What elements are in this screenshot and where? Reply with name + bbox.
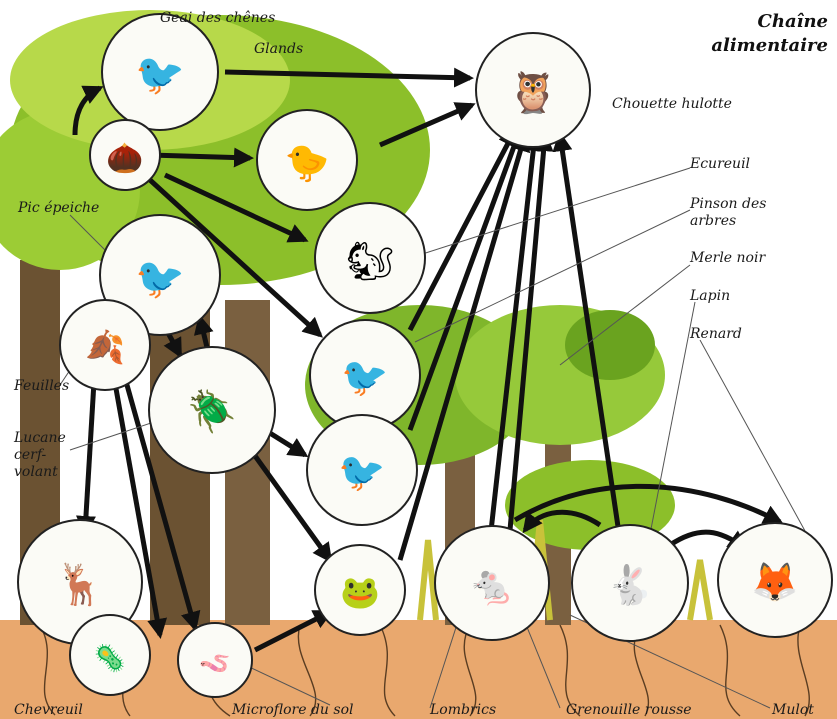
mid-canopy-3 — [565, 310, 655, 380]
label-lucane-1: Lucane — [13, 430, 66, 446]
title-line-1: Chaîne — [758, 11, 828, 32]
robin-icon: 🐦 — [341, 355, 388, 399]
blackbird-icon: 🐦 — [338, 450, 385, 494]
mouse-icon: 🐁 — [468, 563, 515, 607]
chaffinch-icon: 🐤 — [285, 143, 330, 184]
label-pinson-2: arbres — [690, 213, 736, 229]
owl-icon: 🦉 — [508, 70, 558, 116]
label-lombrics: Lombrics — [429, 702, 496, 718]
microflora-icon: 🦠 — [94, 643, 126, 674]
label-lucane-2: cerf- — [14, 447, 47, 463]
leaf-icon: 🍂 — [85, 328, 125, 366]
label-ecureuil: Ecureuil — [689, 156, 750, 172]
stag-beetle-icon: 🪲 — [187, 388, 237, 435]
jay-icon: 🐦 — [135, 52, 185, 98]
node-feuilles: 🍂 — [60, 300, 150, 390]
title-line-2: alimentaire — [711, 35, 828, 56]
label-chouette: Chouette hulotte — [612, 96, 732, 112]
node-renard: 🦊 — [718, 523, 832, 637]
node-lombrics: 🪱 — [178, 623, 252, 697]
label-pinson-1: Pinson des — [689, 196, 766, 212]
squirrel-icon: 🐿 — [346, 239, 394, 283]
node-microflore: 🦠 — [70, 615, 150, 695]
label-merle: Merle noir — [689, 250, 766, 266]
frog-icon: 🐸 — [340, 573, 380, 611]
woodpecker-icon: 🐦 — [135, 256, 185, 302]
label-lapin: Lapin — [689, 288, 730, 304]
label-chevreuil: Chevreuil — [14, 702, 83, 718]
label-geai: Geai des chênes — [160, 10, 275, 26]
node-lucane: 🪲 — [149, 347, 275, 473]
rabbit-icon: 🐇 — [606, 563, 653, 607]
fox-icon: 🦊 — [751, 560, 798, 604]
label-renard: Renard — [689, 326, 742, 342]
deer-icon: 🦌 — [55, 561, 105, 608]
node-grenouille: 🐸 — [315, 545, 405, 635]
node-ecureuil: 🐿 — [315, 203, 425, 313]
node-pinson: 🐤 — [257, 110, 357, 210]
node-chouette: 🦉 — [476, 33, 590, 147]
node-merle: 🐦 — [307, 415, 417, 525]
node-rouge-gorge: 🐦 — [310, 320, 420, 430]
node-glands: 🌰 — [90, 120, 160, 190]
earthworm-icon: 🪱 — [199, 649, 231, 679]
label-feuilles: Feuilles — [13, 378, 69, 394]
label-pic: Pic épeiche — [17, 200, 99, 216]
node-lapin: 🐇 — [572, 525, 688, 641]
label-grenouille: Grenouille rousse — [566, 702, 692, 718]
node-mulot: 🐁 — [435, 526, 549, 640]
acorn-icon: 🌰 — [106, 141, 143, 176]
label-microflore: Microflore du sol — [231, 702, 354, 718]
label-lucane-3: volant — [14, 464, 58, 480]
label-glands: Glands — [254, 41, 303, 57]
node-geai: 🐦 — [102, 14, 218, 130]
label-mulot: Mulot — [771, 702, 814, 718]
